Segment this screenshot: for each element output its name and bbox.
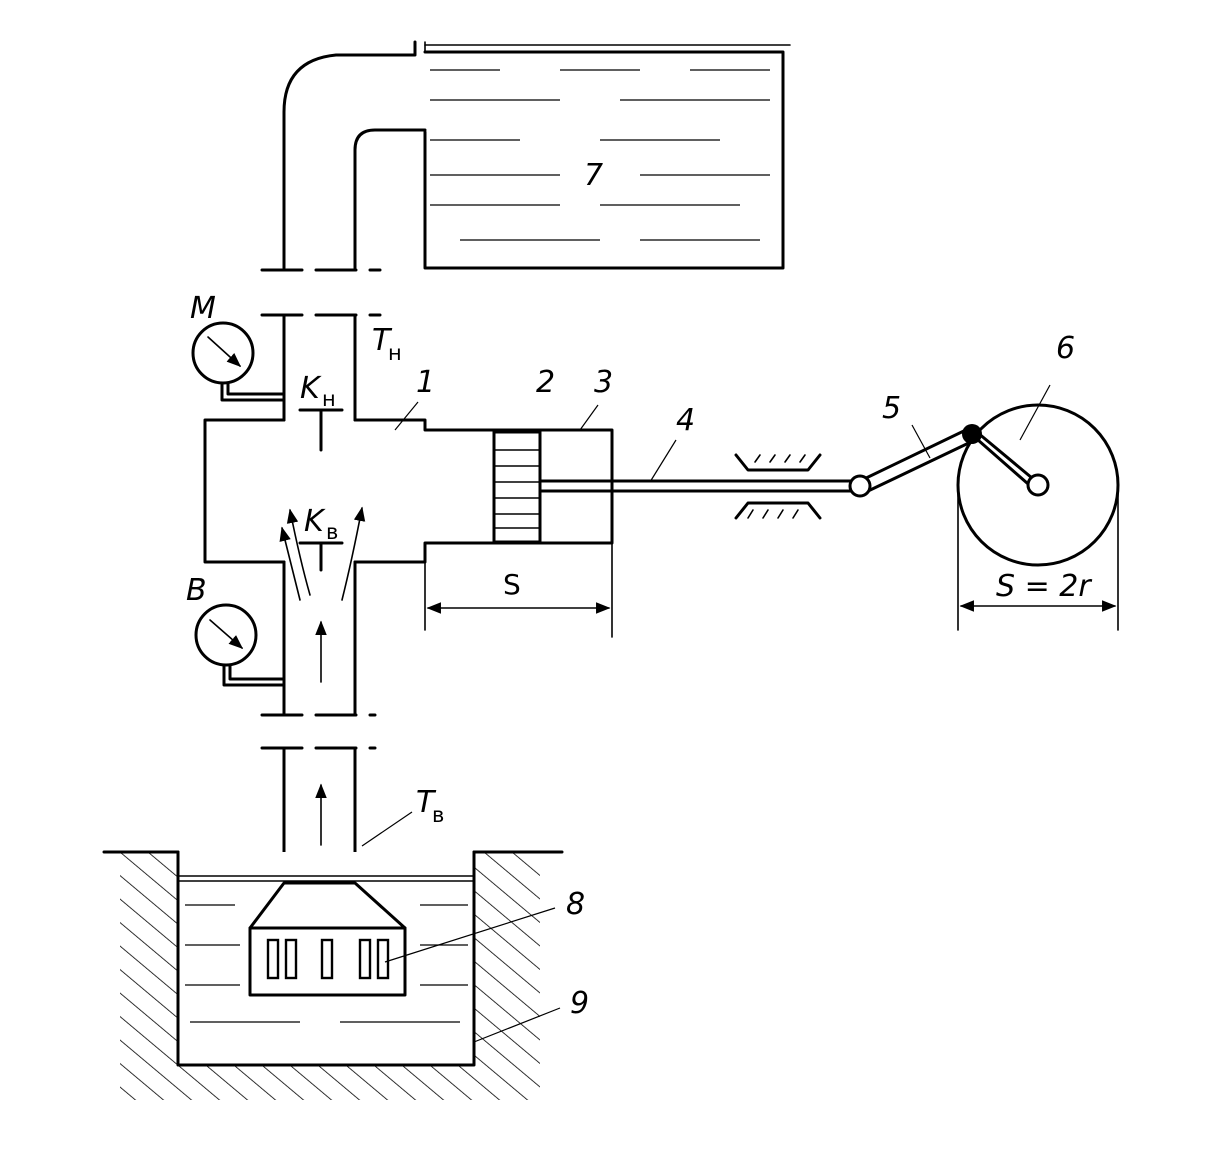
crank-dimension xyxy=(957,484,1119,631)
upper-tank xyxy=(423,41,791,270)
label-discharge-valve-sub: н xyxy=(322,387,336,411)
label-pump-chamber: 1 xyxy=(416,365,435,400)
label-tank: 7 xyxy=(584,158,603,193)
discharge-pipe-lower xyxy=(282,313,357,422)
label-stroke-formula: S = 2r xyxy=(996,569,1092,604)
label-suction-valve-sub: в xyxy=(326,520,338,544)
stroke-dimension xyxy=(424,542,613,638)
pump-chamber xyxy=(203,408,614,601)
label-vacuum-gauge: B xyxy=(186,573,207,608)
label-cylinder-end: 3 xyxy=(594,365,613,400)
manometer-gauge xyxy=(191,321,286,402)
crank-wheel xyxy=(956,403,1120,567)
connecting-rod xyxy=(848,426,977,498)
vacuum-gauge xyxy=(194,603,286,687)
label-stroke: S xyxy=(503,568,521,601)
label-piston-rod: 4 xyxy=(676,403,695,438)
piston xyxy=(492,430,542,544)
leader-lines xyxy=(361,384,1051,1043)
label-suction-pipe: T xyxy=(416,785,437,820)
label-suction-valve: K xyxy=(304,504,326,539)
label-discharge-pipe-sub: н xyxy=(388,341,402,365)
suction-pipe xyxy=(260,560,377,885)
label-strainer: 8 xyxy=(566,887,585,922)
label-discharge-valve: K xyxy=(300,371,322,406)
label-connecting-rod: 5 xyxy=(882,391,901,426)
discharge-pipe-upper xyxy=(260,40,427,317)
label-discharge-pipe: T xyxy=(372,323,393,358)
label-reservoir: 9 xyxy=(570,986,589,1021)
piston-rod xyxy=(538,453,859,520)
label-crank-wheel: 6 xyxy=(1056,331,1075,366)
suction-strainer xyxy=(248,881,407,997)
label-suction-pipe-sub: в xyxy=(432,803,444,827)
label-manometer: M xyxy=(190,291,216,326)
label-piston: 2 xyxy=(536,365,555,400)
